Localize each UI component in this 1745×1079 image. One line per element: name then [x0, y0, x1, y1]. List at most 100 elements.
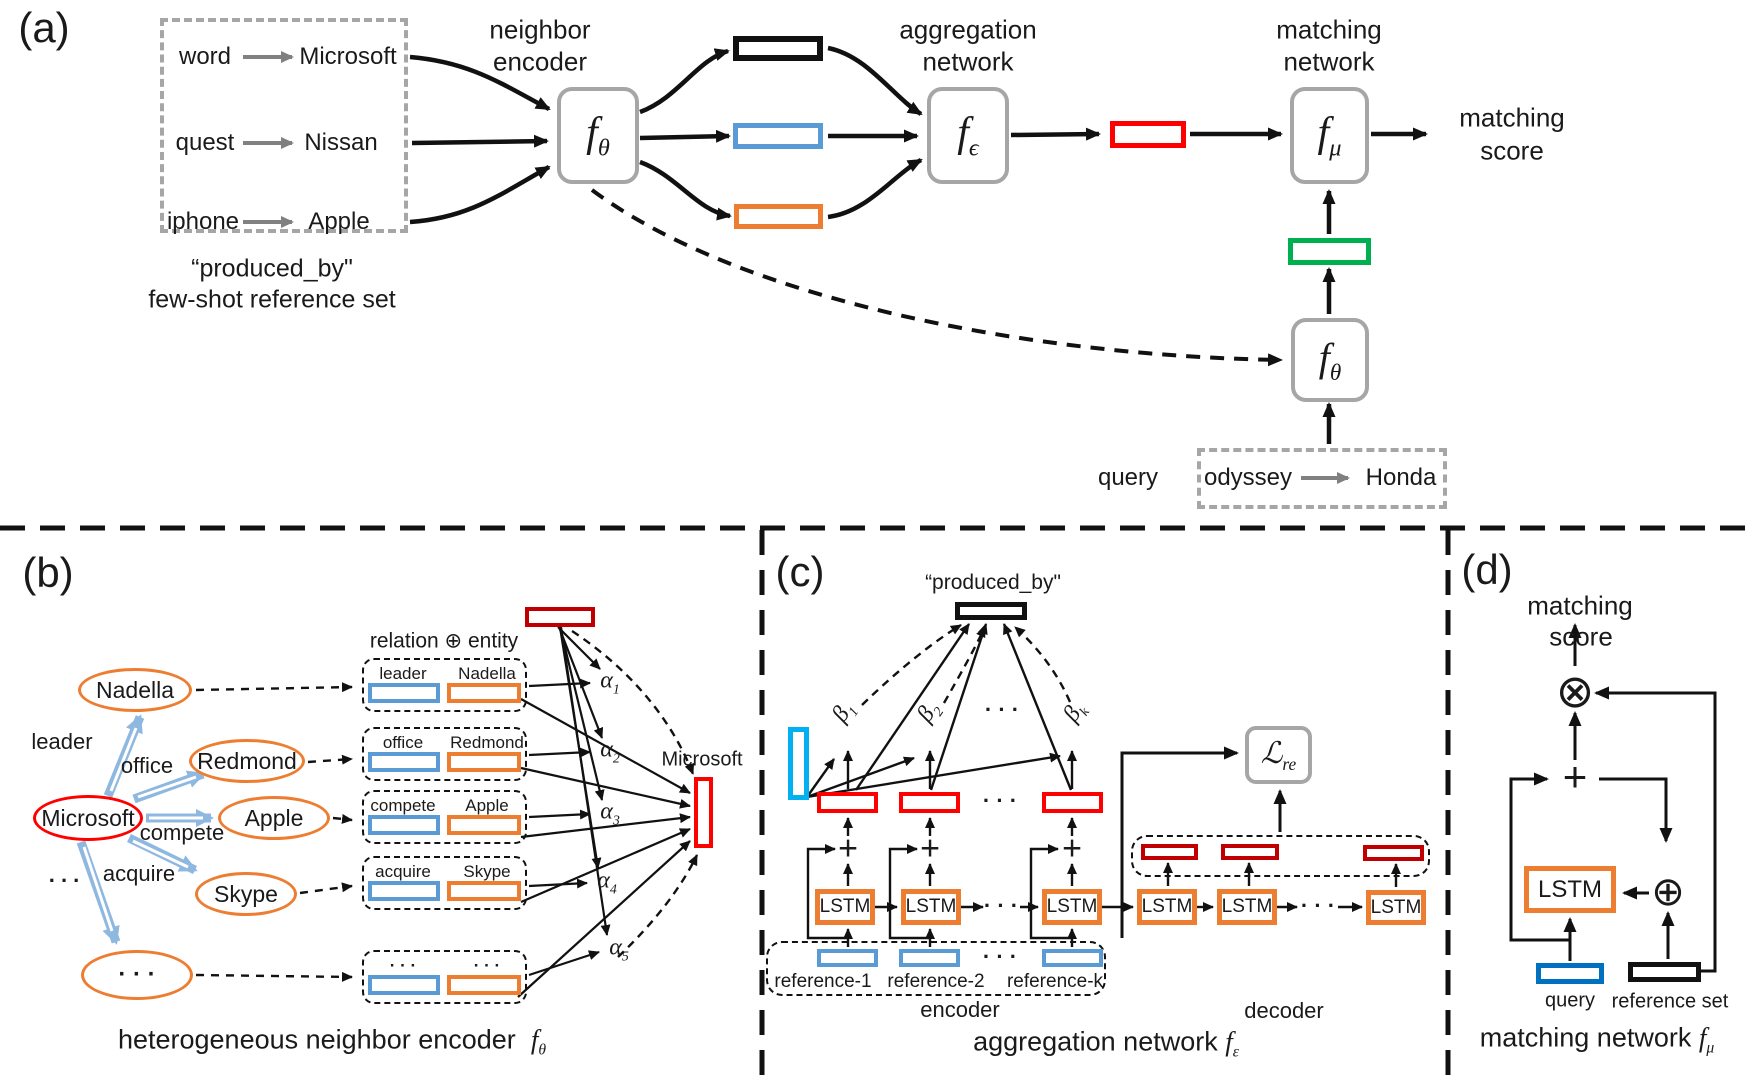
reference-set-caption-relation: “produced_by" — [191, 254, 353, 283]
reference-head-0: word — [178, 43, 232, 70]
decoder-lstm-2: LSTM — [1217, 889, 1277, 925]
edge-label-compete: compete — [139, 820, 225, 845]
graph-node-apple: Apple — [218, 796, 330, 840]
pair-box-3 — [362, 790, 527, 844]
panel-dividers — [0, 525, 1745, 1079]
reference-tail-2: Apple — [308, 208, 370, 235]
panel-a-flow-arrows — [409, 45, 1428, 444]
decoder-lstm-1: LSTM — [1137, 889, 1197, 925]
relation-query-rect-darkred — [525, 607, 595, 627]
reference-rect-k — [1042, 949, 1103, 967]
reference-set-box — [160, 18, 408, 233]
otimes-icon: ⊗ — [1555, 665, 1595, 717]
plus-node-k: + — [1062, 829, 1082, 868]
panel-d-caption: matching network fμ — [1479, 1022, 1715, 1057]
graph-node-redmond: Redmond — [189, 739, 305, 783]
relation-rect-black — [955, 602, 1027, 620]
more-neighbors-dots: . . . — [48, 862, 80, 887]
query-label: query — [1097, 464, 1159, 491]
alpha-2: α2 — [600, 736, 620, 767]
f-theta-query-symbol: fθ — [1318, 334, 1342, 386]
d-plus-node: + — [1562, 753, 1588, 800]
d-reference-set-label: reference set — [1611, 990, 1729, 1013]
query-rect-cyan — [788, 727, 809, 800]
node-to-pair-dashed-arrows — [195, 682, 353, 982]
pair-rel-2: office — [382, 733, 424, 752]
reference-inputs-box — [766, 941, 1106, 996]
reference-rect-1 — [817, 949, 878, 967]
pair-box-5 — [362, 950, 527, 1004]
triple-arrows — [243, 51, 1350, 484]
reference-label-k: reference-k — [1006, 971, 1104, 992]
graph-node-skype: Skype — [195, 872, 297, 916]
output-entity-label: Microsoft — [661, 748, 743, 771]
panel-b-caption: heterogeneous neighbor encoder fθ — [117, 1024, 547, 1059]
neighbor-encoder-title-1: neighbor — [489, 14, 591, 45]
pair-ent-1: Nadella — [458, 664, 516, 683]
pair-rel-1: leader — [379, 664, 427, 683]
pair-rel-rect-4 — [368, 881, 440, 901]
alpha-3: α3 — [600, 798, 620, 829]
aggregated-rect-red — [1110, 121, 1186, 148]
graph-node-redmond-label: Redmond — [197, 747, 297, 774]
pair-ent-4: Skype — [463, 862, 511, 881]
panel-a-label: (a) — [18, 4, 70, 51]
reference-head-1: quest — [175, 129, 235, 156]
decoder-lstm-k-label: LSTM — [1370, 896, 1422, 918]
d-reference-set-rect-black — [1628, 962, 1701, 982]
encoder-lstm-1: LSTM — [815, 889, 875, 925]
query-tail: Honda — [1365, 464, 1437, 491]
reference-label-2: reference-2 — [887, 971, 985, 992]
panel-b-label: (b) — [22, 549, 74, 596]
aggregation-title-1: aggregation — [899, 14, 1037, 45]
reference-tail-0: Microsoft — [299, 43, 397, 70]
encoder-lstm-1-label: LSTM — [819, 896, 871, 917]
decoder-outputs-box — [1131, 835, 1430, 877]
pairs-header: relation ⊕ entity — [369, 629, 519, 653]
decoder-rect-darkred-1 — [1141, 844, 1198, 860]
d-score-line-2: score — [1549, 621, 1613, 652]
panel-c-caption: aggregation network fε — [973, 1026, 1239, 1061]
matching-network-box: fμ — [1290, 87, 1369, 184]
attention-lines — [517, 626, 691, 998]
graph-node-microsoft-label: Microsoft — [41, 804, 135, 831]
output-entity-rect-red — [694, 777, 713, 848]
pair-ent-rect-5 — [447, 975, 521, 995]
pair-rel-3: compete — [370, 796, 436, 815]
matching-score-line-1: matching — [1459, 102, 1565, 133]
pair-ent-rect-4 — [447, 881, 521, 901]
encoder-lstm-2: LSTM — [901, 889, 961, 925]
decoder-rect-darkred-2 — [1221, 844, 1279, 860]
encoder-lstm-k-label: LSTM — [1046, 896, 1098, 917]
oplus-icon: ⊕ — [1651, 870, 1685, 914]
encoder-label: encoder — [920, 997, 1000, 1022]
pair-rel-rect-5 — [368, 975, 440, 995]
d-score-line-1: matching — [1527, 590, 1633, 621]
pair-ent-rect-1 — [447, 683, 521, 703]
f-mu-symbol: fμ — [1317, 109, 1342, 162]
plus-node-2: + — [920, 829, 940, 868]
graph-relation-arrows-inner — [82, 727, 203, 932]
matching-net-lines — [1509, 623, 1717, 973]
neighbor-encoder-title-2: encoder — [493, 46, 587, 77]
attention-dashed-curves — [571, 629, 699, 958]
pair-box-2 — [362, 727, 527, 781]
aggregation-network-box: fϵ — [927, 87, 1009, 184]
matching-title-2: network — [1283, 46, 1375, 77]
embedding-rect-blue — [733, 123, 823, 149]
pair-ent-rect-3 — [447, 815, 521, 835]
relation-name-label: “produced_by" — [925, 571, 1061, 594]
edge-label-office: office — [120, 753, 174, 778]
plus-node-1: + — [838, 829, 858, 868]
embedding-rect-orange — [734, 204, 823, 229]
alpha-1: α1 — [600, 667, 620, 698]
reference-rect-dots: · · · — [982, 944, 1018, 969]
aggregation-lines — [806, 623, 1401, 947]
reference-label-1: reference-1 — [774, 971, 872, 992]
pair-ent-rect-2 — [447, 752, 521, 772]
panel-c-label: (c) — [775, 548, 825, 595]
hidden-rect-red-1 — [817, 792, 878, 813]
loss-symbol: ℒre — [1260, 736, 1297, 774]
